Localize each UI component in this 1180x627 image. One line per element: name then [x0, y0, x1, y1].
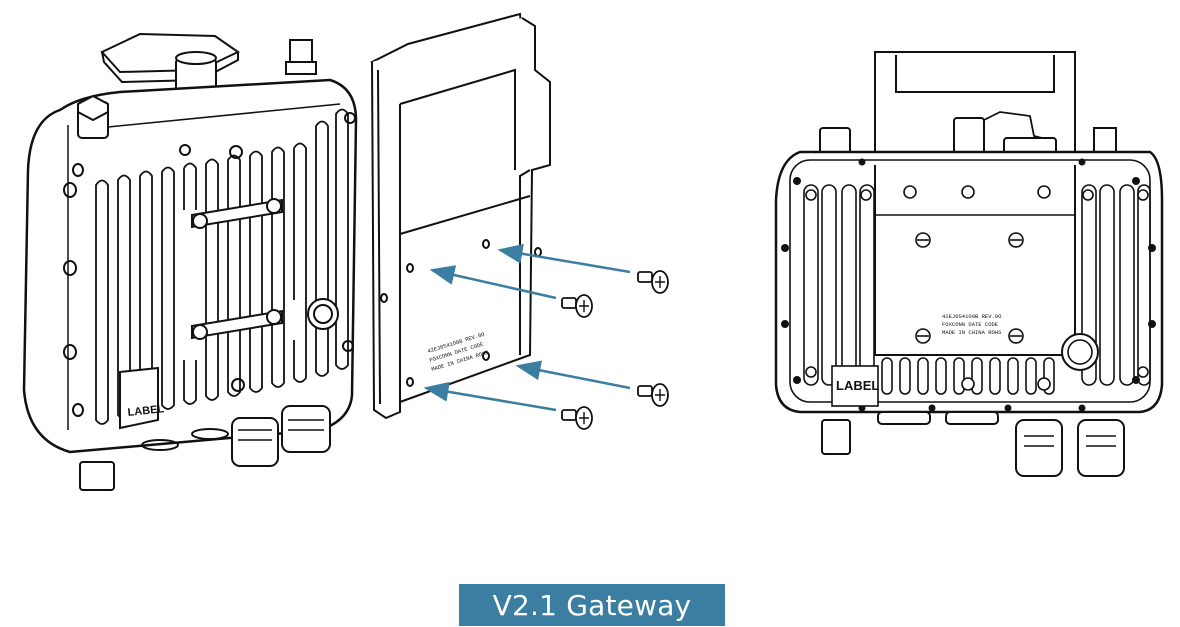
right-label-text: LABEL: [836, 378, 879, 393]
screws: [561, 270, 669, 430]
arrow-lower-right: [515, 360, 631, 390]
arrow-lower-left: [423, 381, 557, 412]
screw-icon: [561, 406, 593, 430]
svg-text:FOXCONN DATE CODE: FOXCONN DATE CODE: [942, 321, 999, 328]
caption-text: V2.1 Gateway: [492, 588, 692, 622]
screw-icon: [637, 383, 669, 407]
svg-text:42EJ0S41O0B REV.0O: 42EJ0S41O0B REV.0O: [942, 313, 1002, 320]
right-plate-text: 42EJ0S41O0B REV.0O FOXCONN DATE CODE MAD…: [942, 313, 1002, 336]
left-gateway-unit: [22, 32, 358, 491]
svg-text:MADE IN CHINA ROHS: MADE IN CHINA ROHS: [942, 329, 1002, 336]
installation-arrows: [423, 243, 631, 412]
screw-icon: [637, 270, 669, 294]
right-gateway-unit: [774, 51, 1164, 477]
screw-icon: [561, 294, 593, 318]
caption-bar: V2.1 Gateway: [459, 584, 725, 626]
mounting-bracket: [370, 12, 551, 420]
left-label-text: LABEL: [127, 403, 165, 419]
arrow-upper-left: [429, 265, 557, 300]
arrow-upper-right: [497, 243, 631, 274]
